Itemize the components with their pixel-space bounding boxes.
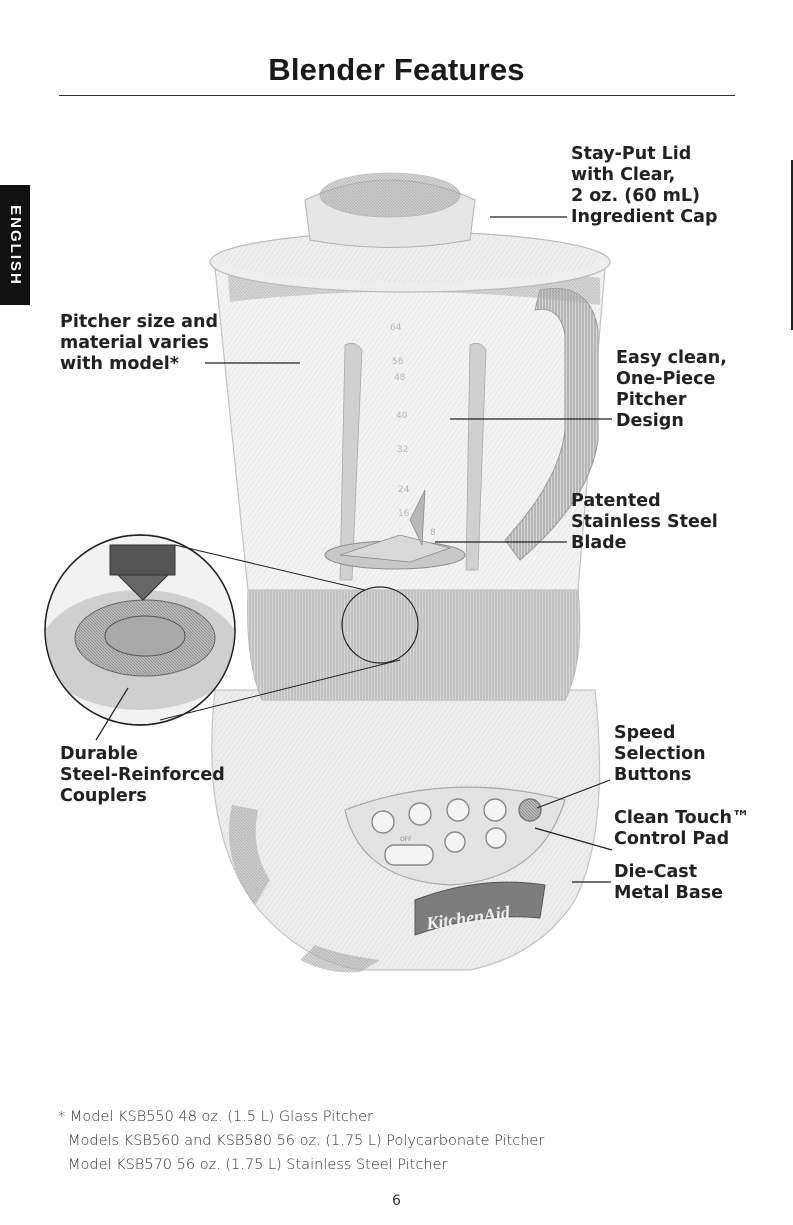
callout-line: Patented xyxy=(571,491,661,511)
callout-blade: Patented Stainless Steel Blade xyxy=(571,491,718,554)
pitcher-mark: 32 xyxy=(397,445,408,455)
callout-line: Design xyxy=(616,411,684,431)
pitcher-mark: 40 xyxy=(396,411,408,421)
leader-control-pad xyxy=(534,827,613,851)
callout-line: Stainless Steel xyxy=(571,512,718,532)
callout-control-pad: Clean Touch™ Control Pad xyxy=(614,808,750,850)
callout-one-piece: Easy clean, One-Piece Pitcher Design xyxy=(616,348,727,432)
pitcher-mark: 64 xyxy=(390,323,402,333)
pitcher-mark: 56 xyxy=(392,357,404,367)
page-title: Blender Features xyxy=(268,52,525,87)
magnify-line-top xyxy=(174,544,366,591)
pitcher-mark: 48 xyxy=(394,373,406,383)
callout-couplers: Durable Steel-Reinforced Couplers xyxy=(60,744,225,807)
callout-line: with Clear, xyxy=(571,165,676,185)
pitcher-markings: 64 56 48 40 32 24 16 8 xyxy=(390,323,436,538)
callout-pitcher-size: Pitcher size and material varies with mo… xyxy=(60,312,218,375)
title-rule xyxy=(59,95,735,96)
model-footnotes: * Model KSB550 48 oz. (1.5 L) Glass Pitc… xyxy=(58,1105,544,1177)
callout-line: Speed xyxy=(614,723,676,743)
footnote-line: Models KSB560 and KSB580 56 oz. (1.75 L)… xyxy=(68,1133,545,1149)
callout-line: Pitcher xyxy=(616,390,687,410)
page-number: 6 xyxy=(392,1193,401,1209)
blender-collar xyxy=(247,589,581,701)
leader-couplers xyxy=(95,687,129,741)
footnote-line: Model KSB570 56 oz. (1.75 L) Stainless S… xyxy=(68,1157,448,1173)
callout-speed: Speed Selection Buttons xyxy=(614,723,706,786)
off-label: OFF xyxy=(400,836,412,843)
stay-put-lid xyxy=(209,172,611,293)
pitcher-mark: 16 xyxy=(398,509,410,519)
coupler-magnify-circle xyxy=(341,586,419,664)
callout-lines xyxy=(95,216,613,883)
callout-line: Easy clean, xyxy=(616,348,727,368)
footnote-line: * Model KSB550 48 oz. (1.5 L) Glass Pitc… xyxy=(58,1109,373,1125)
edge-mark xyxy=(791,160,793,330)
callout-base: Die-Cast Metal Base xyxy=(614,862,723,904)
callout-line: Pitcher size and xyxy=(60,312,218,332)
callout-line: Ingredient Cap xyxy=(571,207,718,227)
callout-line: Metal Base xyxy=(614,883,723,903)
pitcher-mark: 24 xyxy=(398,485,410,495)
callout-line: material varies xyxy=(60,333,209,353)
coupler-detail xyxy=(44,534,236,726)
callout-line: One-Piece xyxy=(616,369,716,389)
callout-lid: Stay-Put Lid with Clear, 2 oz. (60 mL) I… xyxy=(571,144,718,228)
leader-speed xyxy=(536,779,611,809)
callout-line: Buttons xyxy=(614,765,692,785)
callout-line: Durable xyxy=(60,744,138,764)
callout-line: 2 oz. (60 mL) xyxy=(571,186,701,206)
callout-line: Clean Touch™ xyxy=(614,808,750,828)
pitcher-mark: 8 xyxy=(430,528,436,538)
callout-line: Steel-Reinforced xyxy=(60,765,225,785)
callout-line: Selection xyxy=(614,744,706,764)
callout-line: Blade xyxy=(571,533,627,553)
control-pad-illustration: OFF xyxy=(344,786,566,886)
callout-line: with model* xyxy=(60,354,179,374)
callout-line: Control Pad xyxy=(614,829,730,849)
callout-line: Couplers xyxy=(60,786,147,806)
language-tab: ENGLISH xyxy=(0,185,30,305)
callout-line: Stay-Put Lid xyxy=(571,144,692,164)
blade-illustration xyxy=(324,489,466,570)
callout-line: Die-Cast xyxy=(614,862,698,882)
magnify-line-bottom xyxy=(159,659,401,721)
